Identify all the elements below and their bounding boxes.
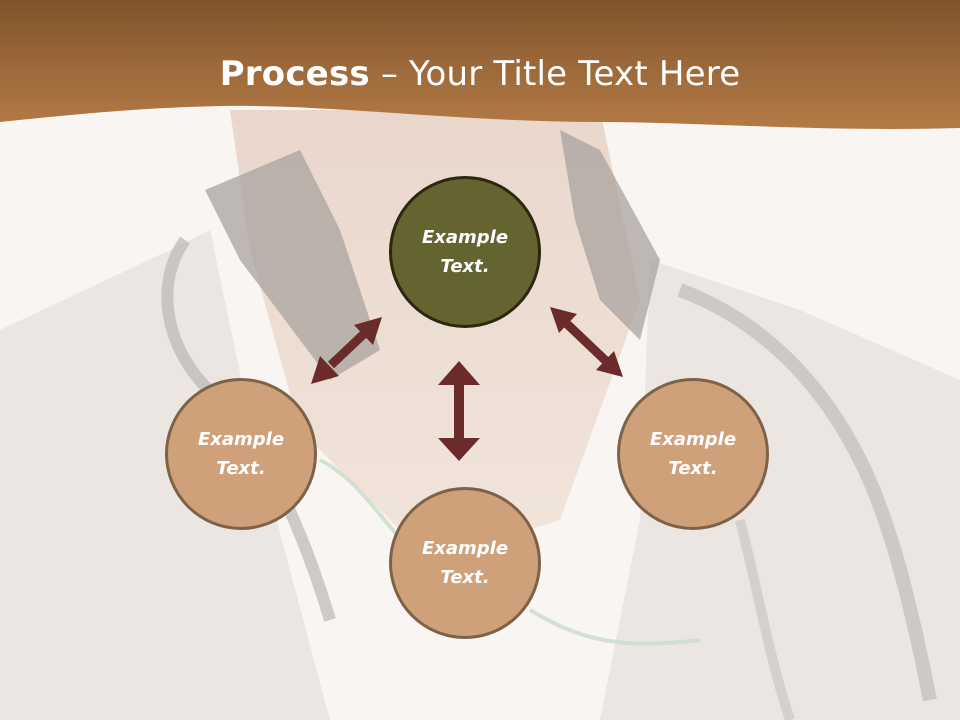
title-bold: Process bbox=[219, 54, 370, 94]
right-node-line2: Text. bbox=[668, 458, 718, 479]
bottom-node-line1: Example bbox=[421, 538, 509, 559]
bottom-node: Example Text. bbox=[389, 487, 541, 639]
center-node-line2: Text. bbox=[440, 256, 490, 277]
right-node-text: Example Text. bbox=[650, 425, 736, 483]
left-node-line1: Example bbox=[197, 429, 285, 450]
center-node: Example Text. bbox=[389, 176, 541, 328]
bottom-node-text: Example Text. bbox=[422, 534, 508, 592]
center-node-text: Example Text. bbox=[422, 223, 508, 281]
left-node: Example Text. bbox=[165, 378, 317, 530]
right-node: Example Text. bbox=[617, 378, 769, 530]
right-node-line1: Example bbox=[649, 429, 737, 450]
left-node-text: Example Text. bbox=[198, 425, 284, 483]
title-rest: – Your Title Text Here bbox=[369, 54, 741, 94]
center-node-line1: Example bbox=[421, 227, 509, 248]
left-node-line2: Text. bbox=[216, 458, 266, 479]
bottom-node-line2: Text. bbox=[440, 567, 490, 588]
slide-title: Process – Your Title Text Here bbox=[0, 52, 960, 96]
